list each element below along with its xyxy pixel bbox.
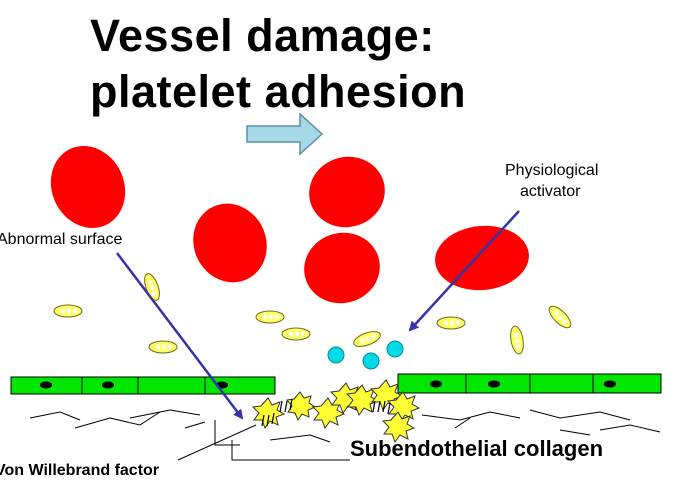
- red-blood-cell: [193, 203, 267, 283]
- activator-dot: [327, 346, 345, 364]
- subendothelial-collagen-label: Subendothelial collagen: [350, 436, 604, 461]
- activator-dot: [362, 352, 380, 370]
- activated-platelet: [381, 411, 416, 444]
- red-blood-cell: [435, 225, 529, 291]
- red-blood-cell: [50, 146, 126, 228]
- platelet: [510, 325, 524, 355]
- red-blood-cell: [309, 156, 385, 228]
- physiological-label-line-2: activator: [520, 183, 581, 200]
- slide-title: Vessel damage: platelet adhesion: [90, 8, 466, 120]
- von-willebrand-pointer: [177, 424, 257, 461]
- platelet: [353, 331, 381, 347]
- activator-dot: [386, 340, 404, 358]
- platelet: [281, 327, 311, 341]
- nucleus: [604, 380, 616, 388]
- activated-platelet: [251, 397, 286, 430]
- activated-platelets: [251, 379, 421, 444]
- activator-molecules: [327, 340, 404, 370]
- red-blood-cells: [50, 146, 529, 304]
- platelet: [148, 340, 178, 354]
- abnormal-surface-arrow: [116, 252, 244, 420]
- von-willebrand-strands: [261, 398, 391, 427]
- platelet: [255, 310, 285, 324]
- physiological-activator-arrow: [408, 210, 520, 332]
- physiological-label-line-1: Physiological: [505, 162, 599, 179]
- platelet: [548, 305, 572, 329]
- von-willebrand-label: Von Willebrand factor: [0, 462, 160, 479]
- platelet: [436, 316, 466, 330]
- nucleus: [430, 380, 442, 388]
- activated-platelet: [286, 391, 317, 422]
- endothelium-right: [397, 373, 662, 394]
- nucleus: [102, 381, 114, 389]
- collagen-fibers: [29, 409, 661, 461]
- platelet: [53, 304, 83, 318]
- red-blood-cell: [304, 232, 380, 304]
- nucleus: [488, 380, 500, 388]
- platelets: [53, 273, 572, 355]
- endothelium-left: [10, 376, 276, 395]
- nucleus: [40, 381, 52, 389]
- platelet: [144, 273, 160, 301]
- blood-flow-arrow: [246, 112, 324, 156]
- title-line-1: Vessel damage:: [90, 10, 435, 61]
- abnormal-surface-label: Abnormal surface: [0, 231, 123, 248]
- title-line-2: platelet adhesion: [90, 66, 467, 117]
